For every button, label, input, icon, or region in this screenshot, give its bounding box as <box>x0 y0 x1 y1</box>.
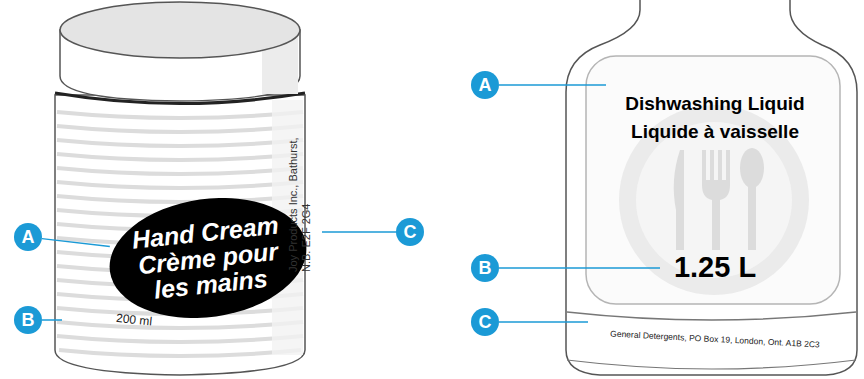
callout-letter: B <box>22 311 35 329</box>
callout-circle: B <box>471 254 499 282</box>
bottle-body <box>566 0 857 375</box>
address-text: General Detergents, PO Box 19, London, O… <box>580 327 850 351</box>
bottle-base-line <box>567 360 856 369</box>
product-name: Dishwashing Liquid <box>590 92 840 115</box>
jar-stripes <box>57 112 303 356</box>
product-name: Liquide à vaisselle <box>590 120 840 143</box>
bottle-label-panel <box>586 56 840 304</box>
leader-line <box>42 239 110 247</box>
callout-circle: A <box>14 223 42 251</box>
callout-circle: A <box>471 71 499 99</box>
callout-letter: A <box>479 76 492 94</box>
leader-line <box>42 239 110 247</box>
bottle-base-line <box>567 312 856 320</box>
jar-body <box>55 95 305 375</box>
callout-letter: A <box>22 228 35 246</box>
oval-fill <box>108 198 308 318</box>
lid-top <box>60 2 300 58</box>
callout-letter: B <box>479 259 492 277</box>
label-oval: Hand CreamCrème pour les mains <box>108 198 308 318</box>
callout-circle: B <box>14 306 42 334</box>
callout-letter: C <box>404 223 417 241</box>
address-text: Joy Products Inc., Bathurst, N.B. E2F 2G… <box>287 136 313 272</box>
callout-circle: C <box>396 218 424 246</box>
callout-circle: C <box>471 308 499 336</box>
volume-text: 1.25 L <box>610 250 820 285</box>
callout-letter: C <box>479 313 492 331</box>
